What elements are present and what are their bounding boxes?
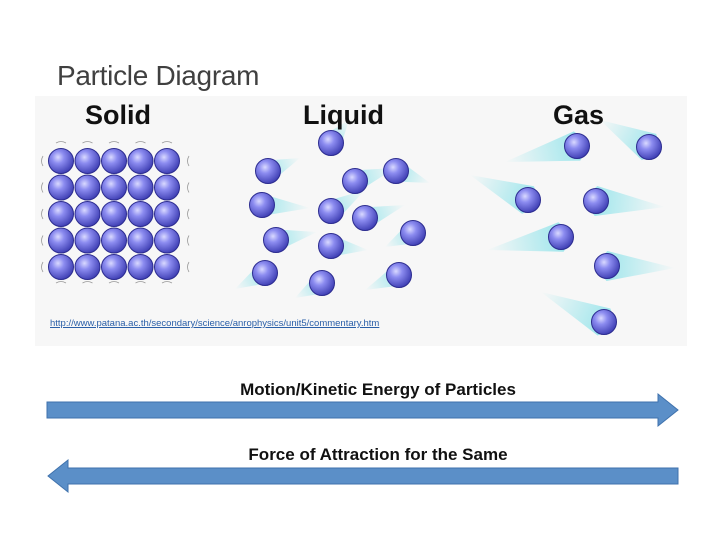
solid-particles [41, 141, 190, 284]
solid-particle [154, 148, 180, 174]
solid-particle [74, 227, 101, 254]
solid-particle [74, 148, 101, 174]
source-link[interactable]: http://www.patana.ac.th/secondary/scienc… [50, 318, 380, 329]
force-arrow [47, 458, 679, 494]
gas-particle [548, 224, 574, 250]
solid-particle [154, 201, 180, 227]
motion-trail [487, 222, 569, 252]
motion-trail [505, 131, 585, 162]
solid-particle [101, 148, 127, 174]
solid-particle [127, 148, 154, 174]
solid-particle [74, 201, 101, 227]
liquid-label: Liquid [303, 100, 384, 130]
liquid-particle [318, 233, 344, 259]
gas-particle [591, 309, 617, 335]
liquid-particle [318, 198, 344, 224]
gas-particles [470, 120, 675, 336]
solid-particle [127, 254, 154, 280]
gas-particle [636, 134, 662, 160]
solid-particle [48, 254, 74, 280]
liquid-particle [386, 262, 412, 288]
solid-particle [74, 254, 101, 280]
liquid-particle [309, 270, 335, 296]
solid-particle [154, 254, 180, 280]
solid-particle [127, 227, 154, 254]
slide-title: Particle Diagram [57, 60, 260, 91]
solid-particle [101, 227, 127, 254]
motion-arrow-label: Motion/Kinetic Energy of Particles [240, 380, 516, 399]
solid-particle [48, 174, 74, 201]
solid-particle [101, 254, 127, 280]
solid-particle [74, 174, 101, 201]
liquid-particle [249, 192, 275, 218]
liquid-particle [255, 158, 281, 184]
solid-particle [154, 227, 180, 254]
gas-particle [515, 187, 541, 213]
solid-particle [127, 174, 154, 201]
solid-particle [48, 201, 74, 227]
gas-particle [594, 253, 620, 279]
liquid-particle [252, 260, 278, 286]
solid-particle [154, 174, 180, 201]
liquid-particles [235, 120, 430, 298]
solid-particle [101, 174, 127, 201]
gas-particle [564, 133, 590, 159]
liquid-particle [400, 220, 426, 246]
gas-label: Gas [553, 100, 605, 130]
liquid-particle [352, 205, 378, 231]
motion-trail [599, 251, 675, 281]
liquid-particle [263, 227, 289, 253]
liquid-particle [318, 130, 344, 156]
force-arrow-label: Force of Attraction for the Same [248, 445, 508, 464]
liquid-particle [383, 158, 409, 184]
gas-particle [583, 188, 609, 214]
solid-particle [48, 148, 74, 174]
solid-particle [127, 201, 154, 227]
liquid-particle [342, 168, 368, 194]
motion-trail [588, 186, 665, 216]
vibration-marks [41, 141, 190, 284]
motion-arrow [46, 392, 679, 428]
solid-particle [48, 227, 74, 254]
solid-label: Solid [85, 100, 151, 130]
solid-particle [101, 201, 127, 227]
